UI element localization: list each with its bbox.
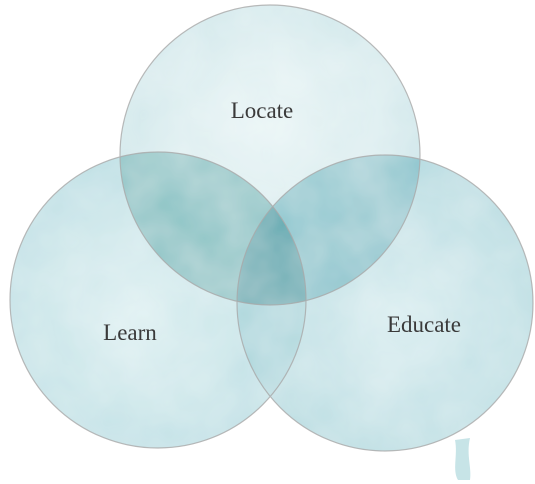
locate-outline (119, 4, 421, 306)
label-learn: Learn (103, 320, 157, 345)
educate-outline (236, 154, 534, 452)
label-educate: Educate (387, 312, 461, 337)
label-locate: Locate (231, 98, 294, 123)
paint-drip (455, 438, 471, 480)
learn-outline (9, 151, 307, 449)
